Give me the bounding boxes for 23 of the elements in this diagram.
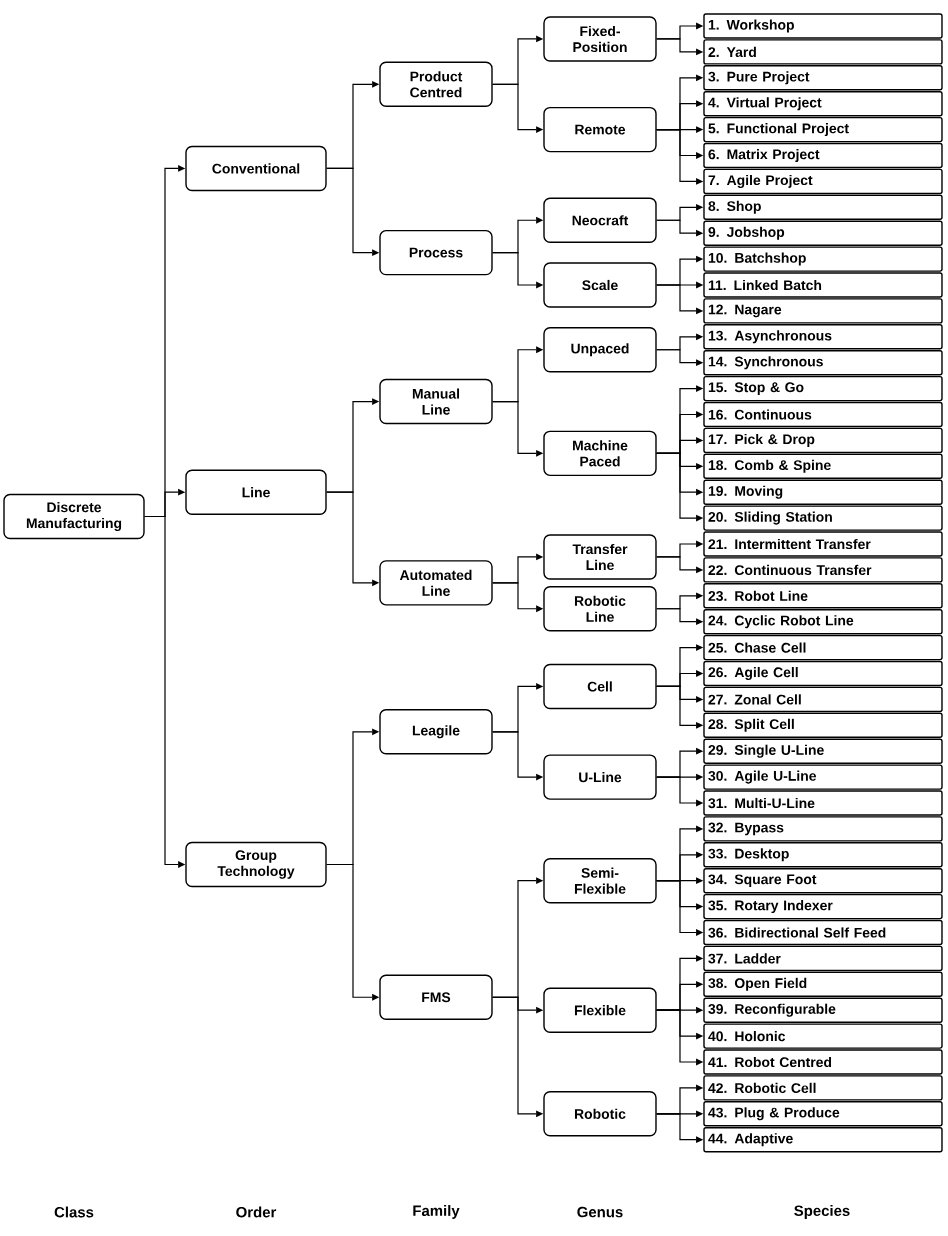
arrow [492, 582, 544, 613]
arrow [656, 38, 704, 56]
arrow [326, 863, 380, 1001]
arrow [492, 400, 544, 457]
arrow [326, 167, 380, 257]
arrow [492, 83, 544, 133]
arrow [656, 349, 704, 367]
arrow [492, 252, 544, 289]
arrow [492, 996, 544, 1118]
arrow [656, 129, 704, 185]
arrow [656, 1009, 704, 1066]
arrow [656, 776, 704, 807]
arrow [656, 452, 704, 522]
arrow [144, 515, 186, 868]
arrow [656, 219, 704, 237]
arrow [492, 731, 544, 781]
arrow [656, 556, 704, 574]
arrow [656, 880, 704, 936]
arrow [656, 608, 704, 626]
arrow [656, 284, 704, 315]
arrow [656, 685, 704, 729]
arrow [656, 1113, 704, 1144]
arrow [326, 491, 380, 587]
